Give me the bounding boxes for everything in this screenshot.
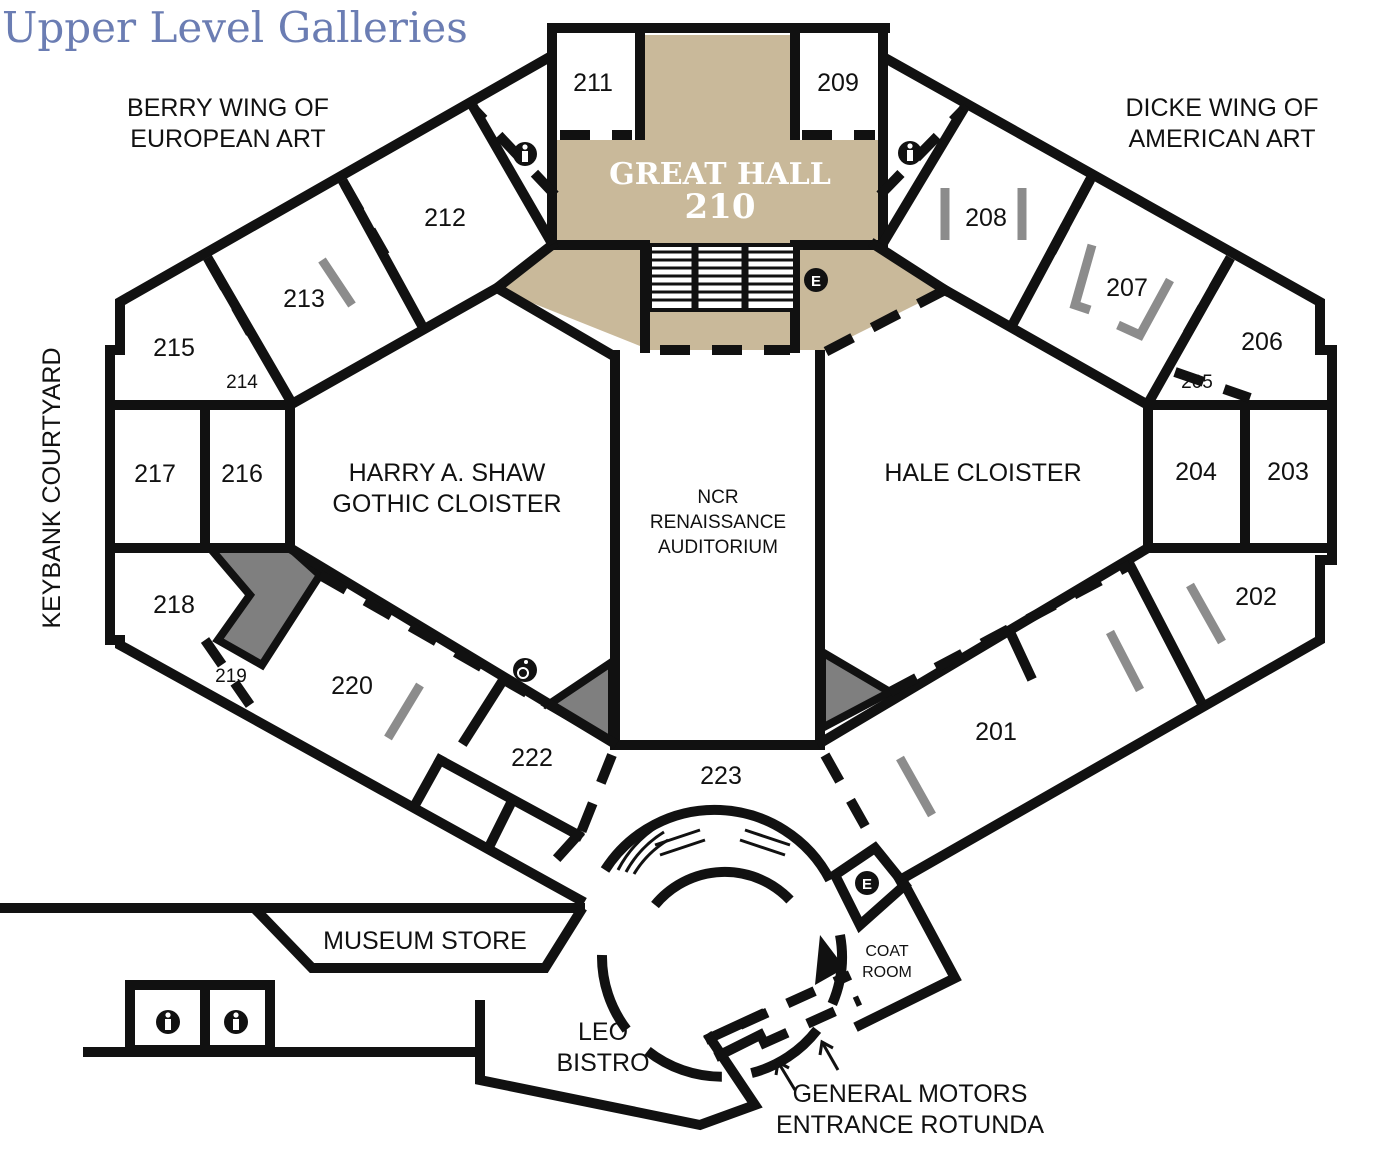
restroom-icon — [156, 1010, 180, 1034]
gallery-partitions — [318, 188, 1226, 818]
great-hall-number: 210 — [685, 187, 756, 227]
great-hall-name: GREAT HALL — [609, 157, 831, 192]
room-numbers: 211 209 212 213 215 214 217 216 218 219 … — [134, 69, 1309, 790]
leo-bistro-label-2: BISTRO — [556, 1049, 649, 1077]
coat-room-label-1: COAT — [865, 943, 908, 960]
restroom-icon — [224, 1010, 248, 1034]
room-216: 216 — [221, 460, 263, 488]
svg-text:E: E — [862, 876, 872, 893]
auditorium-label-2: RENAISSANCE — [650, 512, 786, 533]
room-212: 212 — [424, 204, 466, 232]
wheelchair-icon — [513, 658, 537, 682]
stairwell-left — [201, 544, 326, 671]
coat-room-label-2: ROOM — [862, 964, 912, 981]
shaw-cloister-label-1: HARRY A. SHAW — [349, 459, 546, 487]
shaw-cloister-label-2: GOTHIC CLOISTER — [332, 490, 561, 518]
room-217: 217 — [134, 460, 176, 488]
room-222: 222 — [511, 744, 553, 772]
room-207: 207 — [1106, 274, 1148, 302]
entrance-rotunda-label-2: ENTRANCE ROTUNDA — [776, 1111, 1044, 1139]
elevator-icon: E — [804, 268, 828, 292]
hale-cloister-label: HALE CLOISTER — [884, 459, 1081, 487]
dicke-wing-label-2: AMERICAN ART — [1128, 125, 1315, 153]
berry-wing-label-1: BERRY WING OF — [127, 94, 329, 122]
great-hall-stairs — [648, 243, 797, 312]
room-220: 220 — [331, 672, 373, 700]
triangle-left-aud — [540, 654, 616, 749]
room-219: 219 — [215, 666, 247, 687]
room-202: 202 — [1235, 583, 1277, 611]
great-hall-area — [500, 35, 945, 350]
entrance-rotunda — [596, 804, 863, 1082]
room-206: 206 — [1241, 328, 1283, 356]
entrance-arrows — [774, 1039, 840, 1091]
room-215: 215 — [153, 334, 195, 362]
room-214: 214 — [226, 372, 258, 393]
entrance-rotunda-label-1: GENERAL MOTORS — [793, 1080, 1028, 1108]
room-205: 205 — [1181, 372, 1213, 393]
leo-bistro-label-1: LEO — [578, 1018, 628, 1046]
restroom-icon — [513, 142, 537, 166]
room-209: 209 — [817, 69, 859, 97]
room-203: 203 — [1267, 458, 1309, 486]
keybank-courtyard-label: KEYBANK COURTYARD — [38, 347, 66, 628]
room-204: 204 — [1175, 458, 1217, 486]
svg-text:E: E — [811, 273, 821, 290]
elevator-icon: E — [855, 871, 879, 895]
room-213: 213 — [283, 285, 325, 313]
auditorium-label-3: AUDITORIUM — [658, 537, 778, 558]
room-211: 211 — [573, 69, 613, 97]
map-title: Upper Level Galleries — [2, 3, 468, 52]
room-208: 208 — [965, 204, 1007, 232]
museum-store-label: MUSEUM STORE — [323, 927, 527, 955]
dicke-wing-label-1: DICKE WING OF — [1125, 94, 1318, 122]
berry-wing-label-2: EUROPEAN ART — [130, 125, 325, 153]
room-223: 223 — [700, 762, 742, 790]
room-218: 218 — [153, 591, 195, 619]
room-201: 201 — [975, 718, 1017, 746]
auditorium-label-1: NCR — [697, 487, 738, 508]
restroom-icon — [898, 141, 922, 165]
